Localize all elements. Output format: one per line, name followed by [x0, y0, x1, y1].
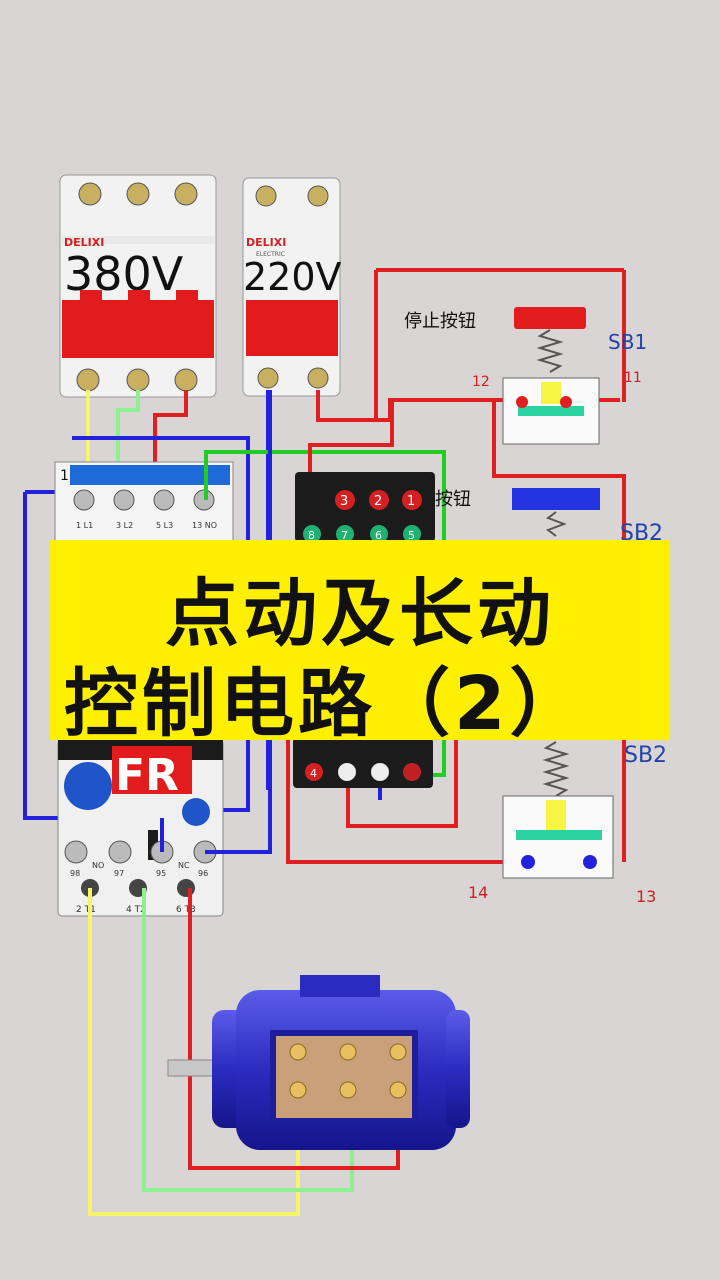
overload-term-96: 96: [198, 869, 208, 878]
overload-out-t2: 4 T2: [126, 905, 146, 915]
relay-num-3: 3: [340, 494, 348, 509]
start-terminal-13: 13: [636, 887, 656, 906]
relay-num-7: 7: [341, 529, 348, 542]
start-terminal-14: 14: [468, 883, 488, 902]
title-line-1: 点动及长动: [165, 571, 555, 657]
breaker-1p-handle[interactable]: [246, 300, 338, 356]
stop-terminal-12: 12: [472, 374, 490, 390]
contactor-label-no: 13 NO: [192, 521, 217, 530]
relay-num-6: 6: [375, 529, 382, 542]
contactor-label-l2: 3 L2: [116, 521, 133, 530]
start-button-sb2[interactable]: 按钮 SB2: [435, 488, 663, 546]
breaker-1p-brand: DELIXI: [246, 236, 286, 249]
breaker-3-pole: DELIXI 380V: [59, 174, 217, 398]
overload-out-t1: 2 T1: [76, 905, 96, 915]
breaker-1p-voltage: 220V: [243, 255, 342, 299]
motor: [167, 975, 470, 1150]
stop-button-cap[interactable]: [514, 307, 586, 329]
title-banner: 点动及长动 控制电路（2）: [50, 540, 670, 747]
start-button-contact-block: SB2 14 13: [468, 741, 667, 906]
overload-term-95: 95: [156, 869, 166, 878]
relay-socket: 3 2 1 8 7 6 5 4: [293, 472, 435, 788]
overload-relay-fr: FR 98 NO 97 95 NC 96 2 T1 4 T2 6 T3: [57, 390, 272, 917]
start-button-label: 按钮: [435, 489, 471, 510]
contactor: 1 1 L1 3 L2 5 L3 13 NO: [23, 436, 250, 820]
overload-label: FR: [115, 750, 179, 801]
stop-button-sb1[interactable]: 停止按钮 SB1 12 11: [404, 307, 647, 445]
contactor-label-l3: 5 L3: [156, 521, 173, 530]
relay-num-2: 2: [374, 494, 382, 509]
relay-num-5: 5: [408, 529, 415, 542]
overload-term-97: 97: [114, 869, 124, 878]
overload-term-98: 98: [70, 869, 80, 878]
title-line-2: 控制电路（2）: [64, 661, 588, 747]
relay-num-8: 8: [308, 529, 315, 542]
contactor-label-l1: 1 L1: [76, 521, 93, 530]
overload-out-t3: 6 T3: [176, 905, 196, 915]
overload-term-nc: NC: [178, 861, 190, 870]
contactor-corner-label: 1: [60, 468, 69, 484]
overload-reset-button[interactable]: [182, 798, 210, 826]
relay-num-1: 1: [407, 494, 415, 509]
overload-term-no: NO: [92, 861, 104, 870]
relay-num-4: 4: [310, 767, 317, 780]
motor-shaft: [167, 1059, 219, 1077]
start-button-code-lower: SB2: [624, 743, 667, 768]
overload-dial[interactable]: [64, 762, 112, 810]
breaker-1-pole: DELIXI ELECTRIC 220V: [242, 177, 342, 397]
stop-terminal-11: 11: [624, 370, 642, 386]
start-button-cap[interactable]: [512, 488, 600, 510]
breaker-1p-sub: ELECTRIC: [256, 251, 285, 258]
stop-button-code: SB1: [608, 330, 647, 354]
breaker-3p-brand: DELIXI: [64, 236, 104, 249]
stop-button-label: 停止按钮: [404, 311, 476, 332]
